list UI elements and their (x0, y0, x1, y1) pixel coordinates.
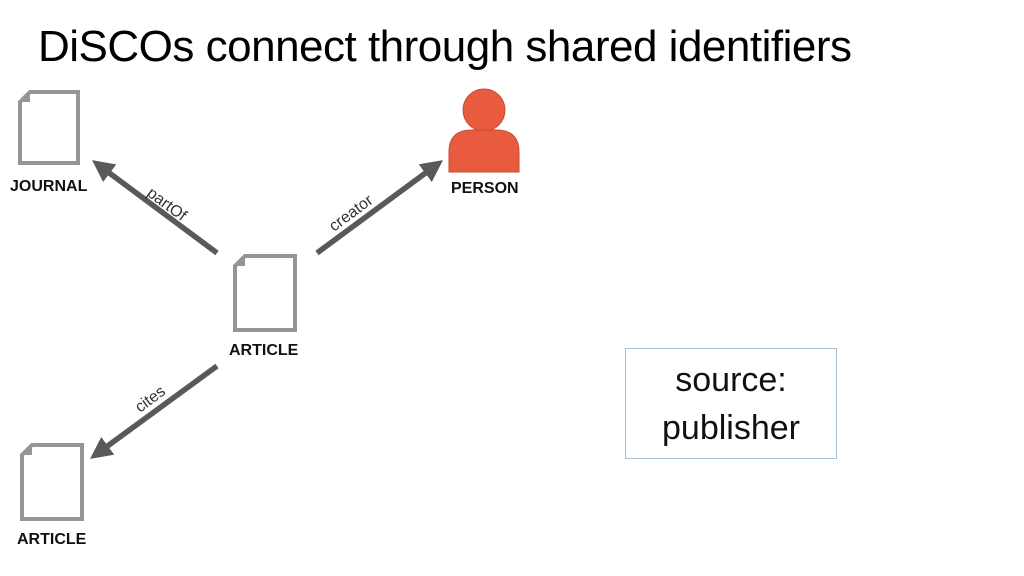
article-center-label: ARTICLE (229, 342, 299, 359)
source-label: source: (675, 360, 787, 399)
source-box: source: publisher (625, 348, 837, 459)
partof-arrow (92, 160, 219, 256)
journal-document-icon (18, 90, 80, 165)
slide-title: DiSCOs connect through shared identifier… (38, 22, 852, 71)
article-document-icon (233, 254, 297, 332)
source-value: publisher (662, 408, 800, 447)
person-icon (448, 88, 520, 173)
cited-article-document-icon (20, 443, 84, 521)
cites-arrow (90, 363, 219, 459)
creator-arrow (315, 160, 443, 256)
journal-label: JOURNAL (10, 178, 88, 195)
article-cited-label: ARTICLE (17, 531, 87, 548)
person-label: PERSON (451, 180, 519, 197)
